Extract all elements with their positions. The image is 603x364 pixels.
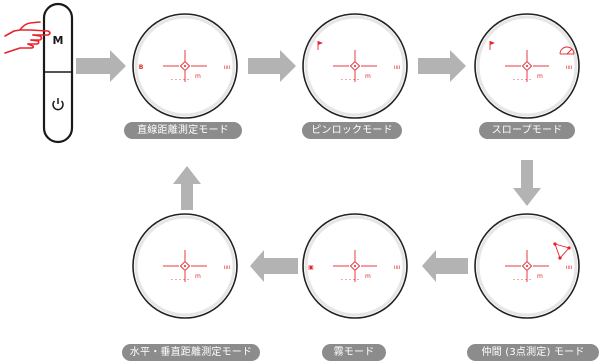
arrow-right-1 <box>76 50 126 82</box>
mode-label-fog: 霧モード <box>322 344 386 361</box>
arrow-left-2 <box>250 250 298 282</box>
scope-shade <box>304 215 406 317</box>
scope-view-three-point: - - - - - m ıııı <box>474 213 580 319</box>
flow-arrows <box>76 50 541 282</box>
power-icon[interactable] <box>52 98 64 111</box>
three-point-icon <box>553 242 571 260</box>
crosshair-icon <box>505 50 549 82</box>
unit-label: m <box>195 273 201 280</box>
scope-shade <box>476 15 578 117</box>
slope-icon <box>559 46 575 55</box>
unit-label: m <box>365 273 371 280</box>
battery-icon: ıııı <box>566 264 573 271</box>
mode-mark: ▣ <box>308 264 314 271</box>
battery-icon: ıııı <box>394 64 401 71</box>
scope-view-slope: - - - - - m ıııı <box>474 13 580 119</box>
scope-view-straight-distance: - - - - - m ıııı B <box>132 13 238 119</box>
scope-shade <box>134 215 236 317</box>
scope-view-pin-lock: - - - - - m ıııı <box>302 13 408 119</box>
distance-readout: - - - - - <box>513 276 531 283</box>
rangefinder-device: M <box>42 2 74 144</box>
unit-label: m <box>537 273 543 280</box>
distance-readout: - - - - - <box>171 276 189 283</box>
flag-icon <box>489 41 495 50</box>
scope-shade <box>476 215 578 317</box>
scope-shade <box>134 15 236 117</box>
crosshair-icon <box>333 50 377 82</box>
scope-view-horizontal-vertical: - - - - - m ıııı <box>132 213 238 319</box>
unit-label: m <box>195 73 201 80</box>
arrow-up <box>173 166 201 210</box>
distance-readout: - - - - - <box>341 76 359 83</box>
crosshair-icon <box>163 50 207 82</box>
mode-button[interactable]: M <box>53 34 64 47</box>
battery-icon: ıııı <box>224 64 231 71</box>
crosshair-icon <box>505 250 549 282</box>
battery-icon: ıııı <box>566 64 573 71</box>
distance-readout: - - - - - <box>171 76 189 83</box>
mode-label-three-point: 仲間 (3点測定) モード <box>467 344 599 361</box>
mode-mark: B <box>139 64 144 71</box>
crosshair-icon <box>163 250 207 282</box>
distance-readout: - - - - - <box>513 76 531 83</box>
mode-label-pin-lock: ピンロックモード <box>302 122 402 139</box>
battery-icon: ıııı <box>394 264 401 271</box>
battery-icon: ıııı <box>224 264 231 271</box>
scope-shade <box>304 15 406 117</box>
crosshair-icon <box>333 250 377 282</box>
arrow-down <box>513 160 541 206</box>
unit-label: m <box>537 73 543 80</box>
distance-readout: - - - - - <box>341 276 359 283</box>
mode-label-slope: スロープモード <box>479 122 575 139</box>
mode-label-horizontal-vertical: 水平・垂直距離測定モード <box>122 344 260 361</box>
unit-label: m <box>365 73 371 80</box>
arrow-right-3 <box>418 50 466 82</box>
flag-icon <box>317 41 323 50</box>
svg-text:M: M <box>53 34 64 47</box>
arrow-right-2 <box>248 50 296 82</box>
mode-label-straight-distance: 直線距離測定モード <box>124 122 242 139</box>
arrow-left-1 <box>422 250 468 282</box>
scope-view-fog: - - - - - m ıııı ▣ <box>302 213 408 319</box>
hand-pointer-icon <box>4 21 51 54</box>
